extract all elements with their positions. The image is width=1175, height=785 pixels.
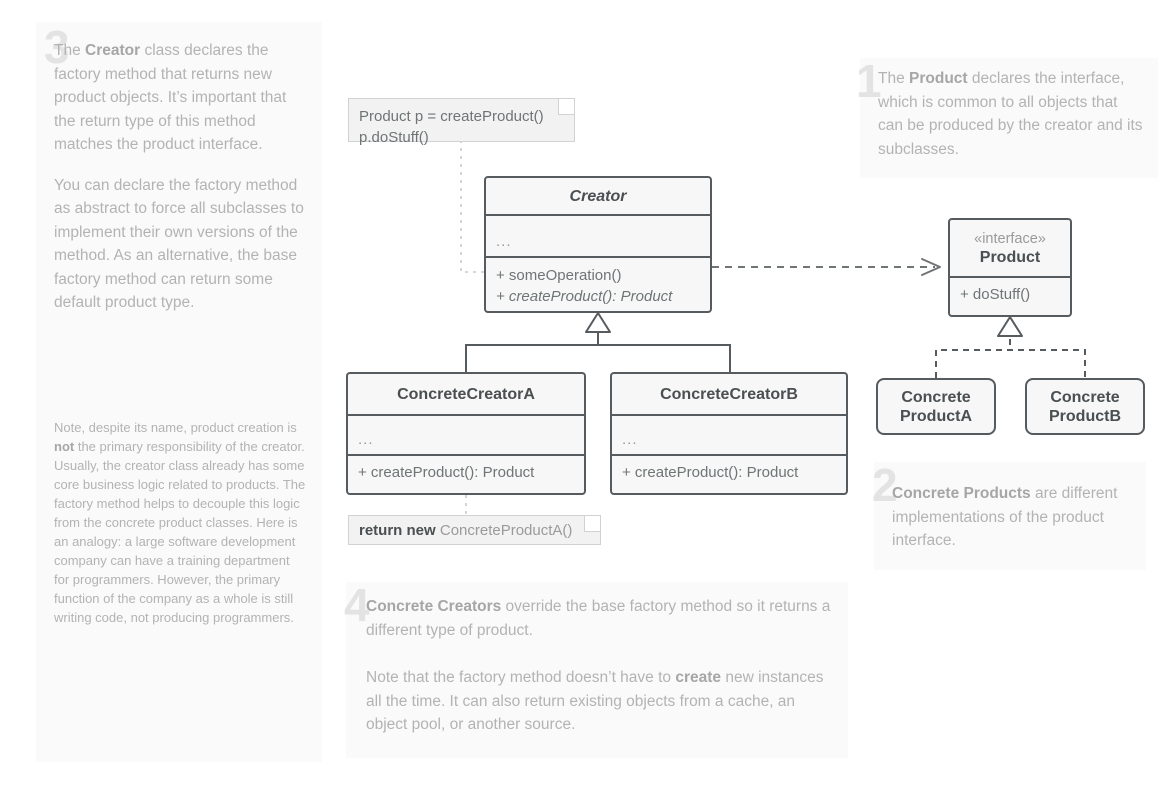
text-lead: Note that the factory method doesn’t hav…: [366, 669, 676, 686]
annotation-3-paragraph-3: Note, despite its name, product creation…: [54, 418, 306, 627]
class-box-creator[interactable]: Creator ... + someOperation() + createPr…: [484, 176, 712, 313]
operation-createProduct: + createProduct(): Product: [496, 288, 673, 305]
note-return-new: return new ConcreteProductA(): [348, 515, 601, 545]
class-stereotype-label: «interface»: [974, 230, 1046, 247]
note-return-new-expression: ConcreteProductA(): [435, 522, 573, 539]
annotation-2-paragraph: Concrete Products are different implemen…: [892, 482, 1144, 553]
annotation-text-4: Concrete Creators override the base fact…: [366, 595, 836, 737]
class-box-product[interactable]: «interface» Product + doStuff(): [948, 218, 1072, 317]
annotation-number-2: 2: [872, 459, 898, 511]
realization-triangle-product: [997, 316, 1023, 337]
text-rest: class declares the factory method that r…: [54, 42, 287, 153]
class-operations-creator: + someOperation() + createProduct(): Pro…: [486, 258, 710, 311]
class-box-concrete-product-b[interactable]: Concrete ProductB: [1025, 378, 1145, 435]
class-attributes-concrete-creator-a: ...: [348, 416, 584, 456]
text-bold: Concrete Creators: [366, 598, 502, 615]
note-fold-corner-icon: [584, 516, 600, 532]
annotation-number-1: 1: [856, 55, 882, 107]
text-rest: are different implementations of the pro…: [892, 485, 1118, 549]
class-name-label: Product: [979, 248, 1041, 266]
annotation-panel-bottom-center: [346, 582, 848, 758]
realization-product: [935, 317, 1086, 378]
annotation-4-paragraph-1: Concrete Creators override the base fact…: [366, 595, 836, 642]
class-operations-product: + doStuff(): [950, 278, 1070, 315]
note-client-code: Product p = createProduct() p.doStuff(): [348, 98, 575, 146]
class-title-concrete-product-b: Concrete ProductB: [1027, 380, 1143, 433]
annotation-number-3: 3: [44, 21, 70, 73]
annotation-3-paragraph-1: The Creator class declares the factory m…: [54, 39, 304, 157]
dependency-creator-to-product: [712, 258, 941, 276]
annotation-number-4: 4: [344, 579, 370, 631]
operation-createProduct: + createProduct(): Product: [622, 464, 799, 481]
class-box-concrete-product-a[interactable]: Concrete ProductA: [876, 378, 996, 435]
note-anchor-client-code: [460, 140, 484, 273]
class-name-line-1: Concrete: [1050, 388, 1120, 406]
class-name-label: ConcreteCreatorA: [397, 385, 535, 403]
text-rest: new instances all the time. It can also …: [366, 669, 824, 733]
class-name-line-2: ProductB: [1049, 407, 1121, 425]
note-client-code-line-2: p.doStuff(): [359, 129, 429, 146]
text-bold: Creator: [85, 42, 141, 59]
operation-doStuff: + doStuff(): [960, 286, 1031, 303]
text-bold: Concrete Products: [892, 485, 1031, 502]
annotation-1-paragraph: The Product declares the interface, whic…: [878, 67, 1146, 161]
class-name-line-1: Concrete: [901, 388, 971, 406]
generalization-creator: [465, 313, 731, 372]
class-name-label: Creator: [569, 187, 627, 205]
class-title-concrete-product-a: Concrete ProductA: [878, 380, 994, 433]
text-lead: The: [54, 42, 86, 59]
text-rest: declares the interface, which is common …: [878, 70, 1143, 158]
annotation-text-2: Concrete Products are different implemen…: [892, 482, 1144, 553]
annotation-text-3: The Creator class declares the factory m…: [54, 39, 304, 315]
text-bold: not: [54, 439, 75, 454]
class-title-product: «interface» Product: [950, 220, 1070, 278]
operation-someOperation: + someOperation(): [496, 267, 622, 284]
generalization-triangle-creator: [585, 312, 611, 333]
annotation-panel-mid-right: [874, 462, 1146, 570]
class-box-concrete-creator-a[interactable]: ConcreteCreatorA ... + createProduct(): …: [346, 372, 586, 495]
annotation-panel-left: [36, 22, 322, 762]
class-operations-concrete-creator-b: + createProduct(): Product: [612, 456, 846, 493]
note-client-code-line-1: Product p = createProduct(): [359, 108, 544, 125]
text-bold: create: [675, 669, 722, 686]
note-fold-corner-icon: [558, 99, 574, 115]
text-rest: override the base factory method so it r…: [366, 598, 831, 639]
class-title-concrete-creator-a: ConcreteCreatorA: [348, 374, 584, 416]
text-bold: Product: [909, 70, 968, 87]
class-operations-concrete-creator-a: + createProduct(): Product: [348, 456, 584, 493]
annotation-3-paragraph-2: You can declare the factory method as ab…: [54, 176, 304, 312]
annotation-text-1: The Product declares the interface, whic…: [878, 67, 1146, 161]
class-attributes-concrete-creator-b: ...: [612, 416, 846, 456]
class-name-label: ConcreteCreatorB: [660, 385, 798, 403]
text-rest: the primary responsibility of the creato…: [54, 439, 306, 625]
class-title-concrete-creator-b: ConcreteCreatorB: [612, 374, 846, 416]
class-box-concrete-creator-b[interactable]: ConcreteCreatorB ... + createProduct(): …: [610, 372, 848, 495]
annotation-4-paragraph-2: Note that the factory method doesn’t hav…: [366, 666, 836, 737]
text-lead: Note, despite its name, product creation…: [54, 420, 297, 435]
text-lead: The: [878, 70, 910, 87]
annotation-panel-top-right: [860, 58, 1158, 178]
class-name-line-2: ProductA: [900, 407, 972, 425]
annotation-text-3-note: Note, despite its name, product creation…: [54, 418, 306, 627]
note-return-new-keyword: return new: [359, 522, 436, 539]
class-attributes-creator: ...: [486, 216, 710, 258]
operation-createProduct: + createProduct(): Product: [358, 464, 535, 481]
class-title-creator: Creator: [486, 178, 710, 216]
